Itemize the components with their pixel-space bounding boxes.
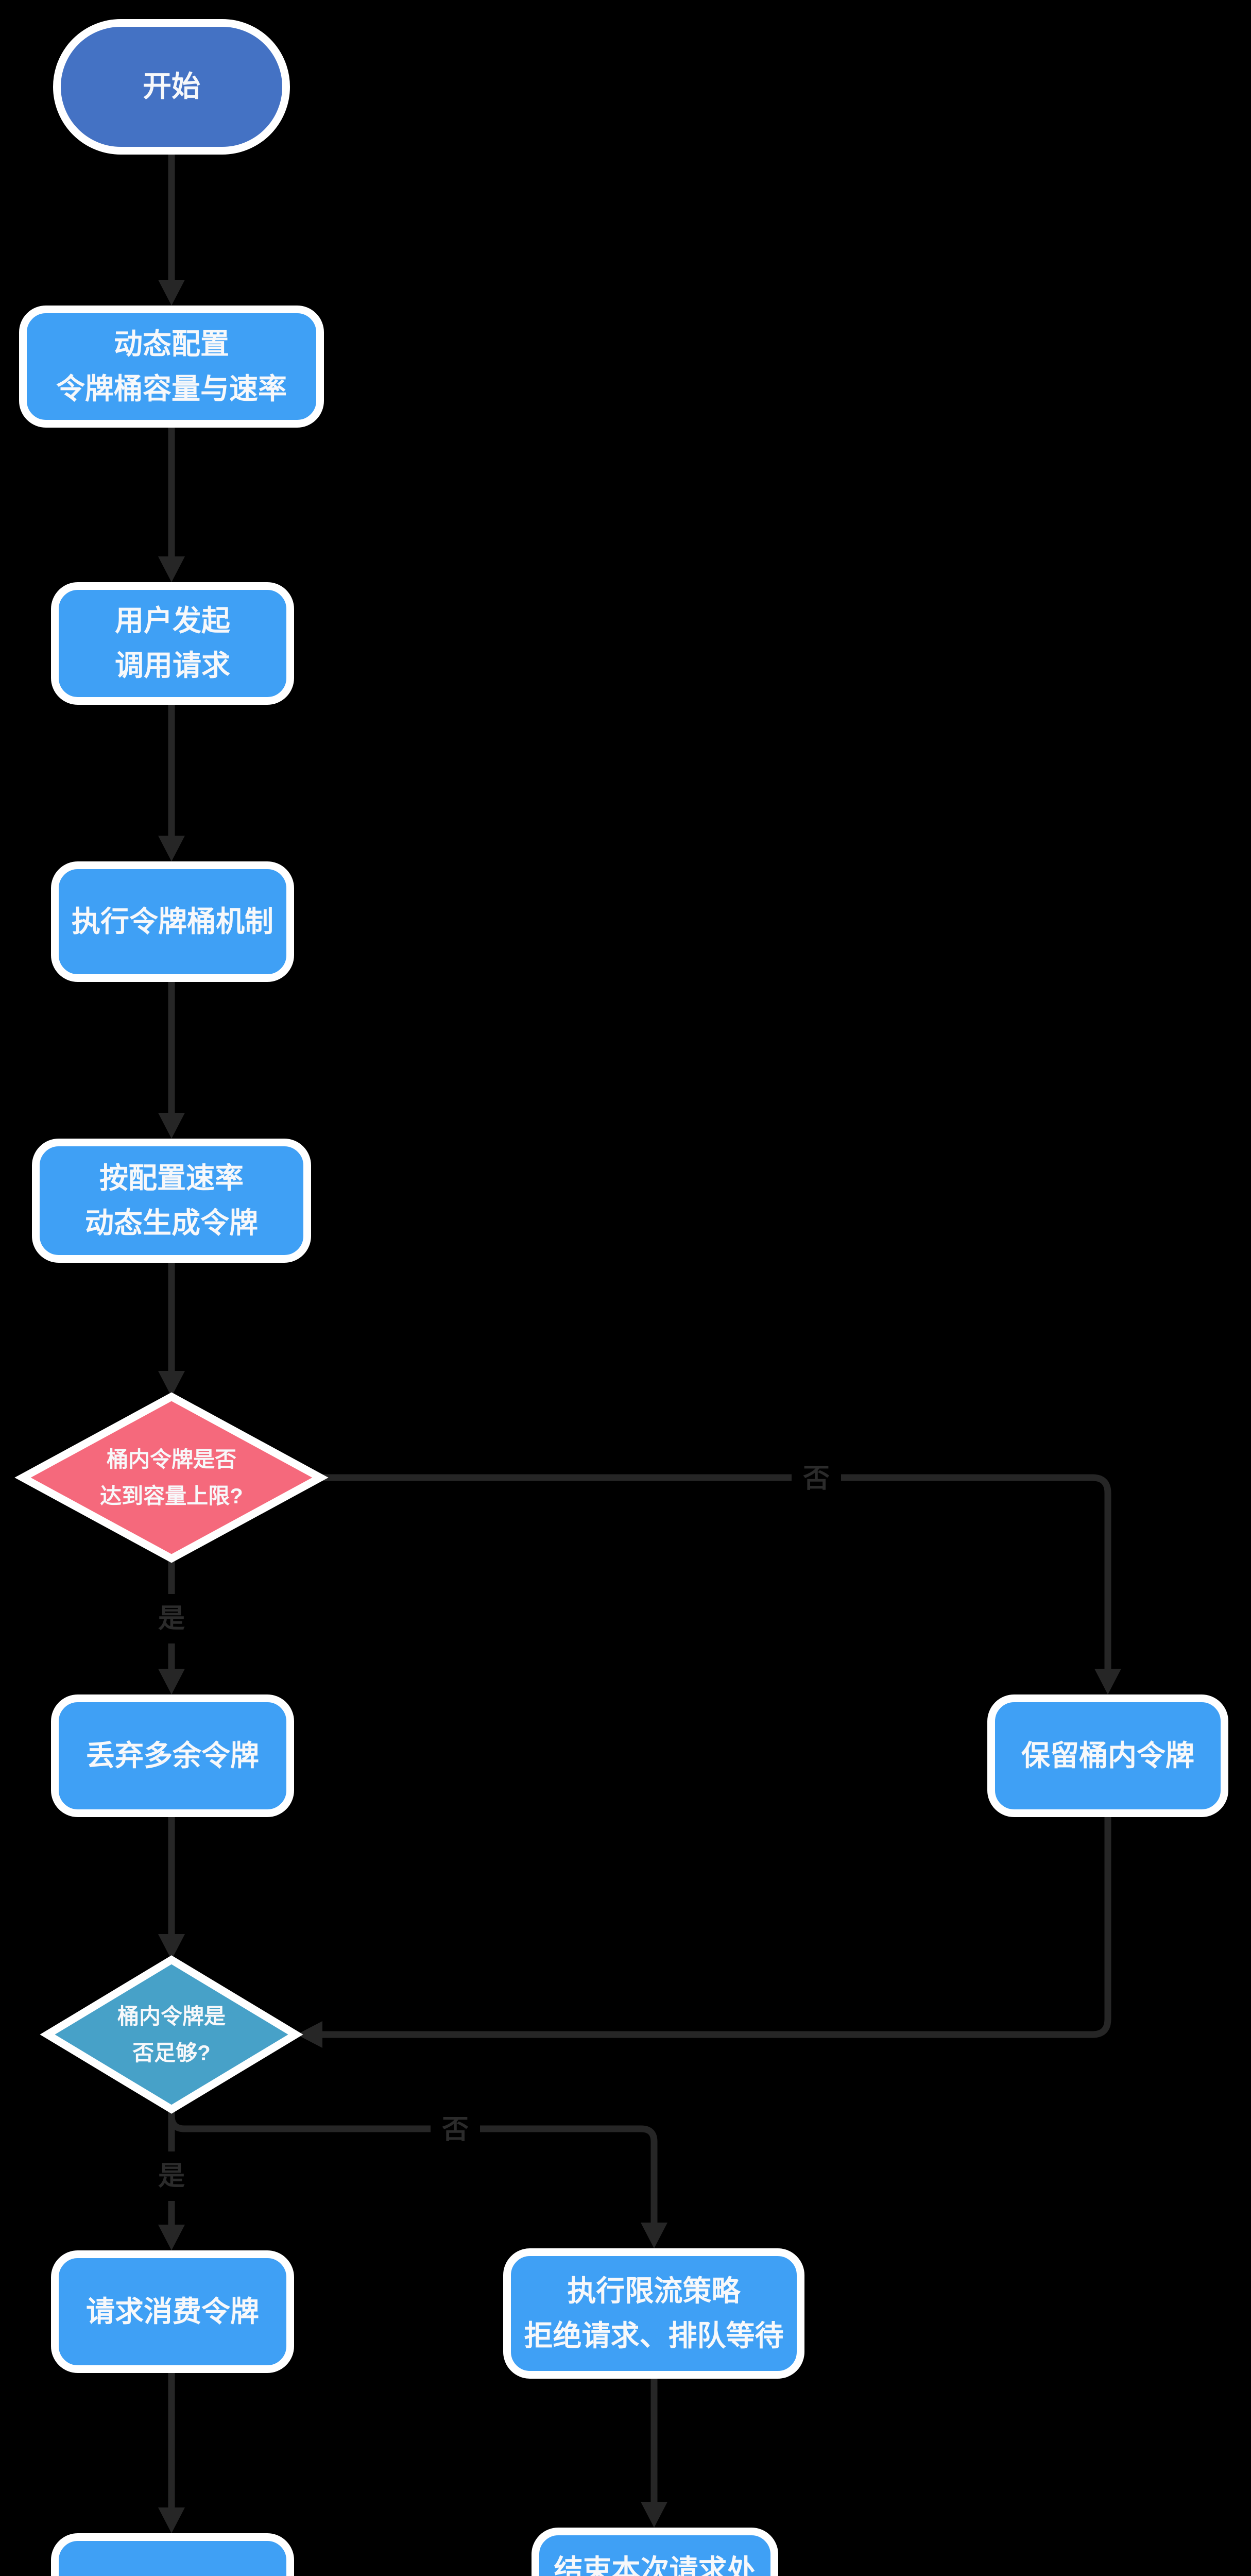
arrowhead-left bbox=[297, 2021, 322, 2048]
node-sufficient-decision-shape bbox=[40, 1955, 303, 2114]
arrowhead-down bbox=[641, 2223, 667, 2248]
arrowhead-down bbox=[158, 2507, 185, 2533]
arrowhead-down bbox=[158, 280, 185, 306]
node-discard-tokens: 丢弃多余令牌 bbox=[51, 1694, 294, 1817]
edge-capacity-keep bbox=[320, 1474, 1111, 1669]
edge-label-sufficient-no: 否 bbox=[442, 2115, 469, 2145]
arrowhead-down bbox=[158, 1113, 185, 1139]
node-user-request: 用户发起 调用请求 bbox=[51, 582, 294, 705]
edge-label-bg bbox=[147, 1594, 196, 1643]
edge-label-capacity-no: 否 bbox=[803, 1464, 830, 1494]
edge-keep-sufficient bbox=[322, 1817, 1111, 2038]
edge-label-bg bbox=[792, 1454, 841, 1503]
node-capacity-decision-shape bbox=[14, 1392, 329, 1563]
node-execute-bucket: 执行令牌桶机制 bbox=[51, 861, 294, 982]
node-keep-tokens: 保留桶内令牌 bbox=[987, 1694, 1228, 1817]
arrowhead-down bbox=[158, 1934, 185, 1960]
arrowhead-down bbox=[1094, 1669, 1121, 1694]
node-continue-processing: 继续后续处理 bbox=[51, 2533, 294, 2576]
edge-label-sufficient-yes: 是 bbox=[158, 2161, 185, 2191]
edge-label-bg bbox=[431, 2105, 480, 2155]
node-consume-token: 请求消费令牌 bbox=[51, 2250, 294, 2373]
arrowhead-down bbox=[158, 556, 185, 582]
arrowhead-down bbox=[641, 2502, 667, 2528]
node-start: 开始 bbox=[53, 19, 290, 155]
node-configure: 动态配置 令牌桶容量与速率 bbox=[19, 306, 324, 428]
arrowhead-down bbox=[158, 1669, 185, 1694]
arrowhead-down bbox=[158, 2225, 185, 2250]
arrowhead-down bbox=[158, 836, 185, 861]
node-rate-limit: 执行限流策略 拒绝请求、排队等待 bbox=[503, 2248, 804, 2379]
edge-sufficient-ratelimit bbox=[168, 2109, 658, 2223]
arrowhead-down bbox=[158, 1371, 185, 1397]
edge-label-bg bbox=[147, 2151, 196, 2201]
node-end-request: 结束本次请求处理 bbox=[532, 2528, 778, 2576]
edge-label-capacity-yes: 是 bbox=[158, 1604, 185, 1634]
node-generate-tokens: 按配置速率 动态生成令牌 bbox=[32, 1139, 311, 1263]
